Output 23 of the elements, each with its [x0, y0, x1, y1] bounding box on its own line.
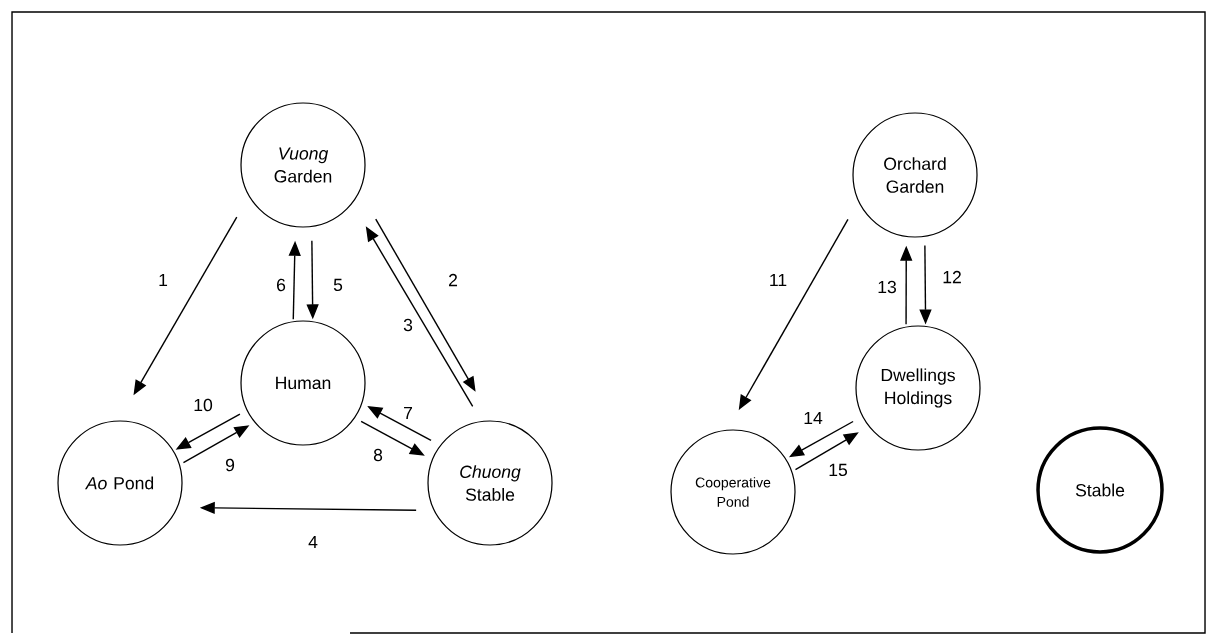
- edge-label: 7: [401, 405, 415, 421]
- edge-label: 3: [401, 317, 415, 333]
- edge-label: 1: [156, 272, 170, 288]
- circle-node: Vuong Garden: [240, 102, 366, 228]
- edge-label: 14: [801, 410, 825, 426]
- edge-label: 2: [446, 272, 460, 288]
- edge-label: 6: [274, 277, 288, 293]
- edge-label: 15: [826, 462, 850, 478]
- circle-node: Stable: [1036, 426, 1164, 554]
- circle-node: Orchard Garden: [852, 112, 978, 238]
- edge-label: 10: [191, 397, 215, 413]
- circle-node: Cooperative Pond: [670, 429, 796, 555]
- edge-label: 12: [940, 269, 964, 285]
- circle-node: Dwellings Holdings: [855, 325, 981, 451]
- circle-node: Ao Pond: [57, 420, 183, 546]
- edge-label: 13: [875, 279, 899, 295]
- circle-node: Human: [240, 320, 366, 446]
- edge-label: 5: [331, 277, 345, 293]
- edge-label: 4: [306, 534, 320, 550]
- edge-label: 8: [371, 447, 385, 463]
- edge-label: 11: [767, 272, 789, 288]
- circle-node: Chuong Stable: [427, 420, 553, 546]
- edge-label: 9: [223, 457, 237, 473]
